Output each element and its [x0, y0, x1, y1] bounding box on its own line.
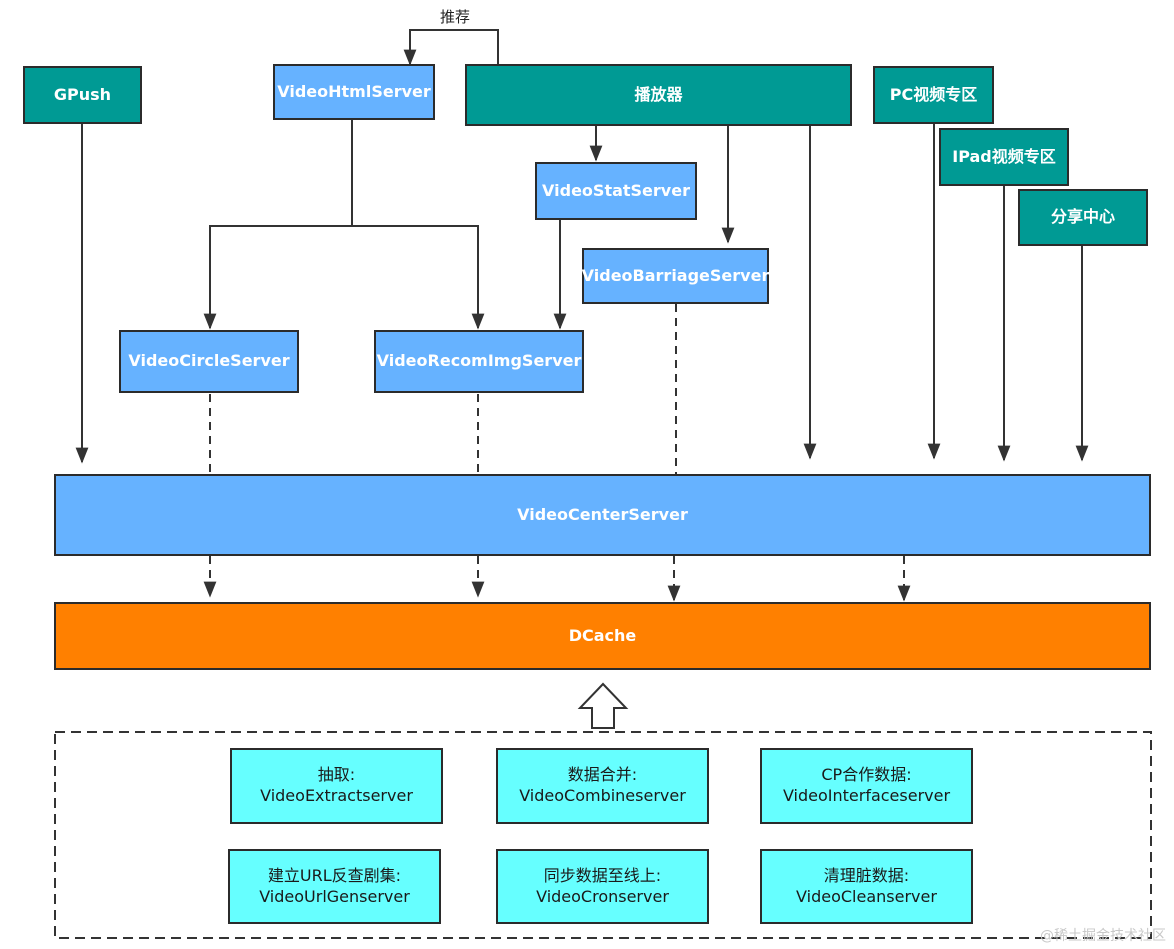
- worker-extract-title: 抽取:: [317, 765, 356, 785]
- node-share-center[interactable]: 分享中心: [1018, 189, 1148, 246]
- node-video-center-server[interactable]: VideoCenterServer: [54, 474, 1151, 556]
- edge-player-to-htmlserver: [403, 29, 499, 66]
- node-gpush[interactable]: GPush: [23, 66, 142, 124]
- watermark: @稀土掘金技术社区: [1040, 928, 1166, 944]
- edge-label-recommend: 推荐: [440, 8, 471, 26]
- worker-cron[interactable]: 同步数据至线上: VideoCronserver: [496, 849, 709, 924]
- node-video-stat-server[interactable]: VideoStatServer: [535, 162, 697, 220]
- worker-clean[interactable]: 清理脏数据: VideoCleanserver: [760, 849, 973, 924]
- worker-urlgen[interactable]: 建立URL反查剧集: VideoUrlGenserver: [228, 849, 441, 924]
- worker-urlgen-name: VideoUrlGenserver: [259, 886, 410, 906]
- worker-extract[interactable]: 抽取: VideoExtractserver: [230, 748, 443, 824]
- node-video-barrage-server[interactable]: VideoBarriageServer: [582, 248, 769, 304]
- worker-combine[interactable]: 数据合并: VideoCombineserver: [496, 748, 709, 824]
- worker-combine-name: VideoCombineserver: [519, 786, 686, 805]
- worker-interface-title: CP合作数据:: [821, 765, 912, 785]
- worker-clean-name: VideoCleanserver: [796, 886, 937, 906]
- worker-interface[interactable]: CP合作数据: VideoInterfaceserver: [760, 748, 973, 824]
- node-video-html-server[interactable]: VideoHtmlServer: [273, 64, 435, 120]
- node-pc-zone[interactable]: PC视频专区: [873, 66, 994, 124]
- node-video-recom-img-server[interactable]: VideoRecomImgServer: [374, 330, 584, 393]
- edge-htmlserver-to-circle: [203, 225, 352, 330]
- worker-urlgen-title: 建立URL反查剧集:: [267, 865, 402, 885]
- node-ipad-zone[interactable]: IPad视频专区: [939, 128, 1069, 186]
- node-dcache[interactable]: DCache: [54, 602, 1151, 670]
- worker-group-frame: [54, 731, 1152, 939]
- worker-clean-title: 清理脏数据:: [823, 865, 910, 885]
- worker-interface-name: VideoInterfaceserver: [782, 786, 951, 805]
- node-video-circle-server[interactable]: VideoCircleServer: [119, 330, 299, 393]
- edge-htmlserver-to-recom: [352, 225, 485, 330]
- worker-extract-name: VideoExtractserver: [260, 786, 413, 805]
- worker-cron-name: VideoCronserver: [536, 886, 669, 906]
- worker-cron-title: 同步数据至线上:: [543, 865, 662, 885]
- hollow-up-arrow: [577, 682, 629, 729]
- worker-combine-title: 数据合并:: [567, 765, 638, 785]
- node-player[interactable]: 播放器: [465, 64, 852, 126]
